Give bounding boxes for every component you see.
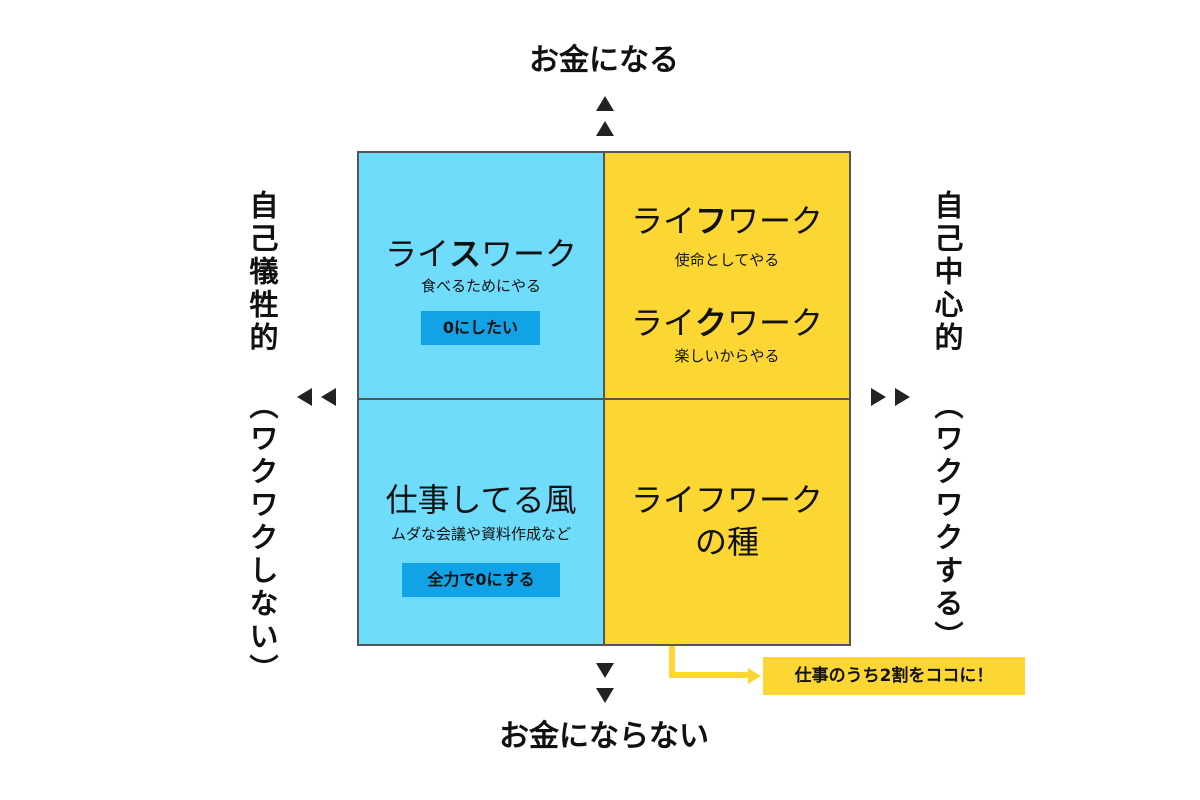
callout-label: 仕事のうち2割をココに！ xyxy=(763,657,1025,695)
axis-label-right-sub: （ワクワクする） xyxy=(930,390,964,654)
quadrant-top-right: ライフワーク 使命としてやる ライクワーク 楽しいからやる xyxy=(604,153,849,399)
quadrant-title: ライスワーク xyxy=(359,238,603,270)
arrow-up-icon xyxy=(596,96,614,111)
arrow-up-icon xyxy=(596,121,614,136)
title-emphasis: ス xyxy=(448,235,481,273)
callout-arrow-icon xyxy=(748,668,761,684)
title-emphasis: ク xyxy=(694,304,727,342)
title-emphasis: フ xyxy=(694,202,727,240)
quadrant-title: ライクワーク xyxy=(605,307,849,339)
quadrant-subtitle: ムダな会議や資料作成など xyxy=(390,524,571,543)
quadrant-top-left: ライスワーク 食べるためにやる 0にしたい xyxy=(359,153,604,399)
arrow-left-icon xyxy=(321,388,336,406)
quadrant-subtitle: 食べるためにやる xyxy=(420,277,541,295)
axis-label-top: お金になる xyxy=(529,43,679,78)
axis-label-left-sub: （ワクワクしない） xyxy=(245,390,279,687)
arrow-right-icon xyxy=(895,388,910,406)
arrow-left-icon xyxy=(297,388,312,406)
title-part: ワーク xyxy=(727,304,824,342)
quadrant-subtitle: 楽しいからやる xyxy=(674,347,780,365)
title-part: ライ xyxy=(630,202,695,240)
quadrant-title: の種 xyxy=(694,522,759,561)
title-part: ライ xyxy=(384,235,449,273)
quadrant-tag: 全力で0にする xyxy=(402,562,560,597)
callout-connector xyxy=(669,646,675,676)
arrow-down-icon xyxy=(596,663,614,678)
arrow-right-icon xyxy=(871,388,886,406)
callout-connector xyxy=(669,672,751,678)
quadrant-title: 仕事してる風 xyxy=(385,480,577,519)
title-part: ライ xyxy=(630,304,695,342)
quadrant-bottom-left: 仕事してる風 ムダな会議や資料作成など 全力で0にする xyxy=(359,398,604,644)
quadrant-title: ライフワーク xyxy=(630,480,823,519)
axis-label-left: 自己犠牲的 xyxy=(245,190,279,355)
quadrant-bottom-right: ライフワーク の種 xyxy=(604,398,849,644)
title-part: ワーク xyxy=(481,235,578,273)
quadrant-title: ライフワーク xyxy=(605,205,849,237)
title-part: ワーク xyxy=(727,202,824,240)
quadrant-grid: ライスワーク 食べるためにやる 0にしたい ライフワーク 使命としてやる ライク… xyxy=(357,151,851,646)
quadrant-tag: 0にしたい xyxy=(421,311,540,345)
arrow-down-icon xyxy=(596,688,614,703)
quadrant-subtitle: 使命としてやる xyxy=(674,251,780,269)
axis-label-bottom: お金にならない xyxy=(499,719,709,754)
axis-label-right: 自己中心的 xyxy=(930,190,964,355)
